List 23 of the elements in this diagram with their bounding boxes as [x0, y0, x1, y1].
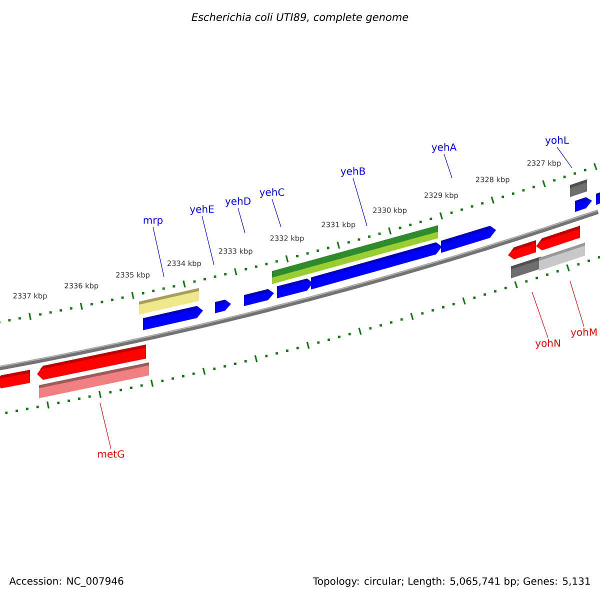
accession-text: Accession: NC_007946 — [9, 577, 124, 587]
leader-line — [152, 226, 164, 278]
gene-label: yehB — [340, 167, 365, 177]
genome-info-text: Topology: circular; Length: 5,065,741 bp; Genes: 5,131 — [312, 577, 590, 587]
gene-label: mrp — [144, 218, 163, 226]
leader-line — [202, 216, 214, 266]
gene-label: yohN — [535, 339, 560, 349]
gene-label: yohL — [545, 136, 569, 146]
leader-line — [238, 208, 246, 234]
leader-line — [100, 402, 112, 450]
title: Escherichia coli UTI89, complete genome — [192, 12, 408, 24]
gene-label: yohM — [570, 328, 597, 338]
gene-label: yehD — [225, 197, 250, 207]
leader-line — [570, 280, 584, 328]
leader-line — [532, 292, 548, 338]
gene-label: yehA — [432, 143, 457, 153]
leader-line — [444, 154, 452, 178]
leader-line — [352, 178, 368, 226]
gene-label: yehC — [260, 188, 284, 198]
gene-label: metG — [98, 450, 124, 458]
leader-line — [272, 198, 282, 228]
leader-line — [556, 146, 572, 168]
gene-label: yehE — [190, 205, 214, 215]
